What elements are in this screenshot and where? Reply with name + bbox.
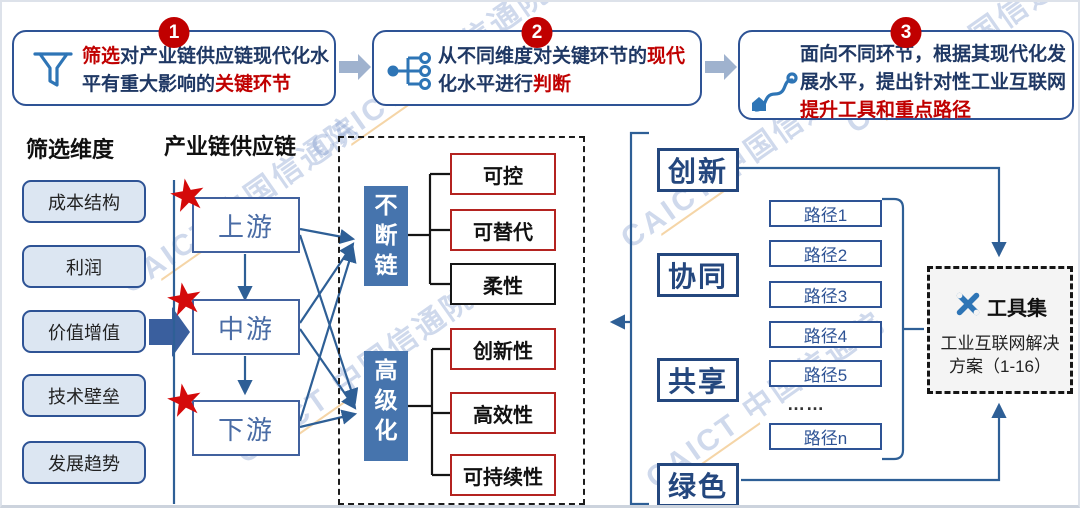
step1-seg-red: 筛选 bbox=[82, 46, 121, 67]
innovation-to-toolkit bbox=[739, 166, 1007, 258]
step2-number-badge: 2 bbox=[521, 17, 553, 48]
toolkit-subtitle: 工业互联网解决方案（1-16） bbox=[940, 334, 1060, 376]
star-icon: ★ bbox=[160, 372, 209, 429]
advanced-branch-connector bbox=[408, 347, 450, 477]
group-advanced: 高级化 bbox=[364, 351, 408, 461]
green-to-toolkit bbox=[741, 402, 1007, 482]
dimensions-title: 筛选维度 bbox=[26, 137, 115, 162]
step2-seg-red: 判断 bbox=[533, 74, 572, 96]
step2-to-step3-arrow bbox=[705, 54, 737, 80]
dimension-value-add: 价值增值 bbox=[22, 310, 146, 353]
path-item-4: 路径4 bbox=[769, 321, 882, 348]
link-downstream-unbroken bbox=[298, 246, 357, 422]
step1-box: 1 筛选对产业链供应链现代化水平有重大影响的关键环节 bbox=[12, 17, 336, 106]
step2-text: 从不同维度对关键环节的现代化水平进行判断 bbox=[438, 43, 690, 99]
theme-innovation: 创新 bbox=[657, 148, 739, 192]
chain-midstream: 中游 bbox=[192, 299, 300, 355]
path-item-2: 路径2 bbox=[769, 240, 882, 267]
theme-sharing: 共享 bbox=[657, 358, 739, 402]
chain-upstream: 上游 bbox=[192, 197, 300, 253]
step1-seg-red: 关键环节 bbox=[215, 74, 292, 96]
path-item-1: 路径1 bbox=[769, 200, 882, 227]
step2-seg: 化水平进行 bbox=[438, 74, 534, 96]
network-dimensions-icon bbox=[386, 50, 436, 97]
wrench-tools-icon bbox=[953, 289, 983, 324]
toolkit-header: 工具集 bbox=[930, 289, 1070, 324]
step3-seg: 面向不同环节，根据其现代化发展水平，提出针对性工业互联网 bbox=[800, 44, 1067, 94]
step1-seg: 对产业链供应链现代化水平有重大影响的 bbox=[82, 46, 330, 96]
step2-box: 2 从不同维度对关键环节的现代化水平进行判断 bbox=[372, 17, 702, 106]
dimension-cost-structure: 成本结构 bbox=[22, 180, 146, 223]
themes-bracket bbox=[629, 131, 649, 505]
toolkit-box: 工具集 工业互联网解决方案（1-16） bbox=[927, 266, 1073, 394]
unbroken-branch-connector bbox=[408, 172, 450, 286]
toolkit-title: 工具集 bbox=[987, 298, 1047, 320]
step1-number-badge: 1 bbox=[158, 17, 190, 48]
funnel-icon bbox=[30, 48, 76, 95]
path-item-n: 路径n bbox=[769, 423, 882, 450]
link-upstream-advanced bbox=[298, 234, 359, 405]
route-pin-icon bbox=[748, 70, 802, 123]
criterion-flexible: 柔性 bbox=[450, 263, 556, 305]
group-unbroken-chain: 不断链 bbox=[364, 186, 408, 286]
chain-title: 产业链供应链 bbox=[164, 134, 297, 159]
criterion-efficient: 高效性 bbox=[450, 392, 556, 434]
criterion-substitutable: 可替代 bbox=[450, 209, 556, 251]
link-midstream-advanced bbox=[299, 328, 357, 410]
criterion-innovative: 创新性 bbox=[450, 328, 556, 370]
dimension-profit: 利润 bbox=[22, 245, 146, 288]
criterion-controllable: 可控 bbox=[450, 153, 556, 195]
step3-box: 3 面向不同环节，根据其现代化发展水平，提出针对性工业互联网提升工具和重点路径 bbox=[738, 17, 1074, 123]
theme-green: 绿色 bbox=[657, 463, 739, 505]
evaluation-dashed-region bbox=[338, 136, 585, 505]
step3-number-badge: 3 bbox=[890, 17, 922, 48]
link-upstream-unbroken bbox=[299, 227, 356, 245]
dimensions-to-chain-arrow bbox=[149, 307, 190, 357]
theme-collaboration: 协同 bbox=[657, 253, 739, 297]
link-downstream-advanced bbox=[299, 409, 358, 429]
step3-text: 面向不同环节，根据其现代化发展水平，提出针对性工业互联网提升工具和重点路径 bbox=[800, 41, 1072, 125]
step1-to-step2-arrow bbox=[339, 54, 371, 80]
star-icon: ★ bbox=[160, 271, 209, 328]
step2-seg-red: 现代 bbox=[647, 46, 686, 67]
path-ellipsis: …… bbox=[787, 394, 825, 414]
path-item-5: 路径5 bbox=[769, 360, 882, 387]
chain-downstream: 下游 bbox=[192, 400, 300, 456]
step2-seg: 从不同维度对关键环节的 bbox=[438, 46, 648, 67]
step3-seg-red: 提升工具和重点路径 bbox=[800, 100, 972, 122]
step1-text: 筛选对产业链供应链现代化水平有重大影响的关键环节 bbox=[82, 43, 332, 99]
paths-bracket bbox=[882, 197, 905, 461]
criterion-sustainable: 可持续性 bbox=[450, 454, 556, 496]
dimension-tech-barrier: 技术壁垒 bbox=[22, 374, 146, 417]
star-icon: ★ bbox=[163, 167, 212, 224]
dimension-trend: 发展趋势 bbox=[22, 441, 146, 484]
path-item-3: 路径3 bbox=[769, 281, 882, 308]
